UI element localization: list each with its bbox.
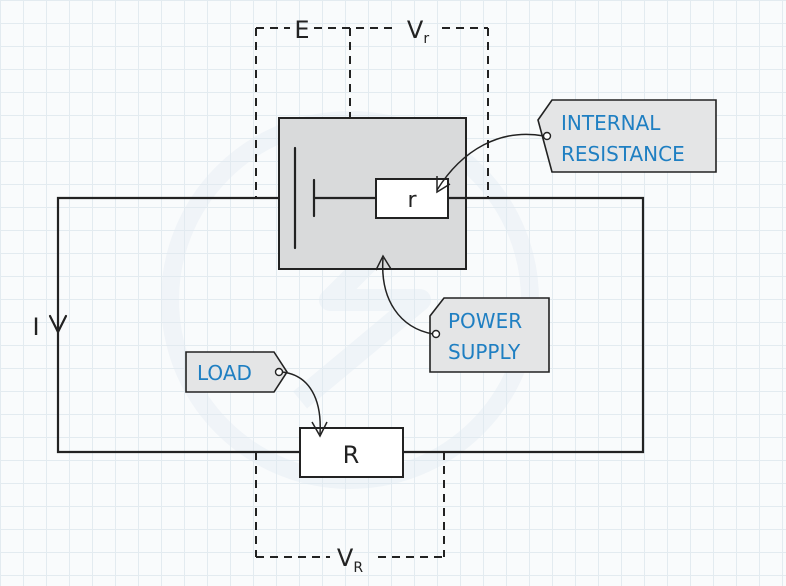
power-supply-tag: POWER SUPPLY [429,297,550,373]
internal-resistance-tag-line-2: RESISTANCE [561,142,685,166]
internal-resistor [375,178,449,219]
main-circuit-wire [56,196,645,454]
internal-resistor-label: r [407,188,417,213]
load-tag-text: LOAD [197,361,252,385]
power-supply-tag-line-2: SUPPLY [448,340,521,364]
internal-resistance-tag-line-1: INTERNAL [561,111,661,135]
cell-symbol [293,146,468,250]
load-tag: LOAD [185,351,288,393]
current-arrow-icon [48,314,68,335]
internal-resistance-tag: INTERNAL RESISTANCE [537,99,717,173]
internal-resistance-arrowhead-icon [436,176,451,194]
load-arrowhead-icon [311,421,328,438]
load-voltage-dashed-loop [255,452,445,558]
internal-resistance-pointer [436,133,545,191]
emf-label: E [294,16,309,44]
power-supply-tag-line-1: POWER [448,309,522,333]
load-resistor-label: R [343,441,360,469]
internal-voltage-label: Vr [407,16,429,47]
power-supply-pointer [381,257,434,335]
power-supply-arrowhead-icon [375,254,392,271]
load-resistor [299,427,404,478]
current-label: I [32,313,39,341]
load-voltage-label: VR [337,544,363,576]
load-pointer [281,371,321,435]
